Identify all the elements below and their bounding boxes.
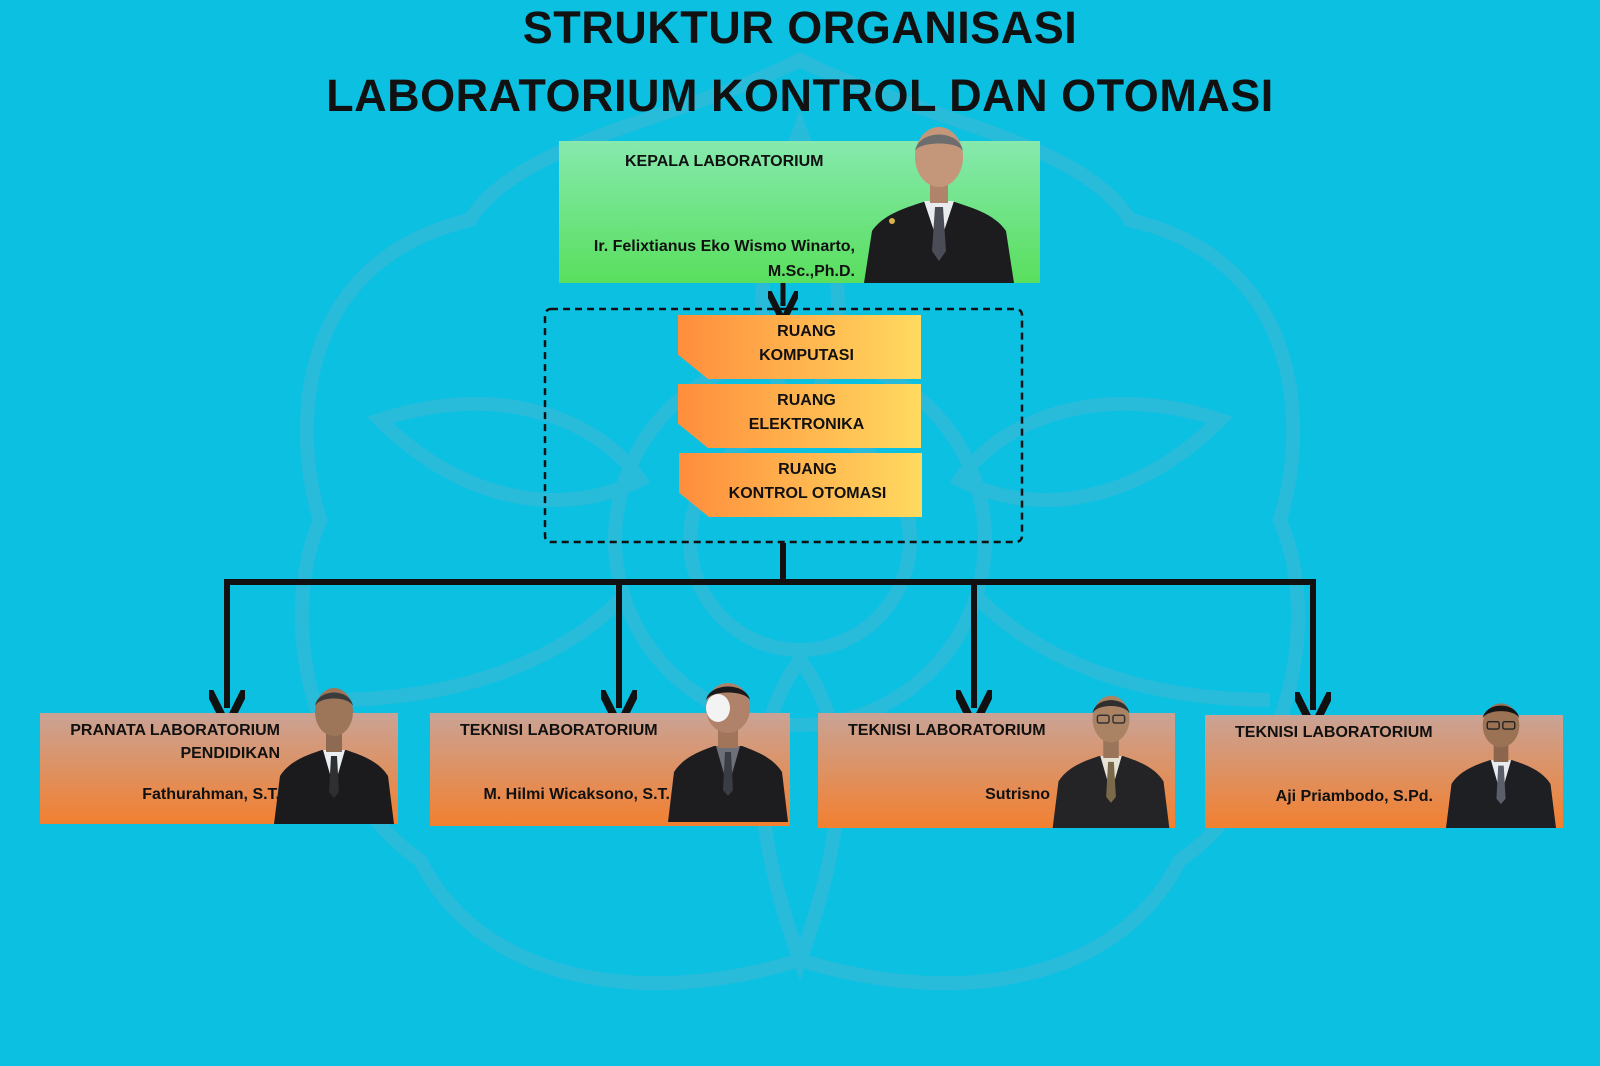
person-photo — [274, 688, 394, 824]
page-title: STRUKTUR ORGANISASI — [522, 2, 1078, 53]
staff-title-line2: PENDIDIKAN — [180, 745, 280, 762]
staff-card-teknisi-3: TEKNISI LABORATORIUM Aji Priambodo, S.Pd… — [1205, 703, 1563, 828]
room-kontrol-otomasi: RUANG KONTROL OTOMASI — [679, 453, 922, 517]
person-photo — [864, 127, 1014, 283]
room-komputasi: RUANG KOMPUTASI — [678, 315, 921, 379]
room-label-line1: RUANG — [778, 461, 837, 478]
head-of-lab-name: Ir. Felixtianus Eko Wismo Winarto, M.Sc.… — [594, 234, 855, 284]
staff-name: Sutrisno — [985, 786, 1050, 803]
person-photo — [1052, 695, 1170, 828]
room-label-line2: ELEKTRONIKA — [748, 416, 865, 433]
room-label-line2: KOMPUTASI — [759, 347, 854, 364]
staff-title: TEKNISI LABORATORIUM — [460, 719, 658, 742]
staff-title: PRANATA LABORATORIUM PENDIDIKAN — [70, 719, 280, 765]
staff-title: TEKNISI LABORATORIUM — [848, 719, 1046, 742]
room-label-line1: RUANG — [777, 323, 836, 340]
page-subtitle: LABORATORIUM KONTROL DAN OTOMASI — [326, 70, 1274, 121]
staff-title-line1: PRANATA LABORATORIUM — [70, 722, 280, 739]
staff-card-pranata: PRANATA LABORATORIUM PENDIDIKAN Fathurah… — [40, 688, 398, 824]
staff-title-line1: TEKNISI LABORATORIUM — [1235, 724, 1433, 741]
room-label-line1: RUANG — [777, 392, 836, 409]
staff-title: TEKNISI LABORATORIUM — [1235, 721, 1433, 744]
head-of-lab-title: KEPALA LABORATORIUM — [625, 153, 824, 170]
head-of-lab-box: KEPALA LABORATORIUM Ir. Felixtianus Eko … — [559, 127, 1040, 284]
staff-title-line1: TEKNISI LABORATORIUM — [848, 722, 1046, 739]
staff-name: Aji Priambodo, S.Pd. — [1275, 788, 1433, 805]
head-of-lab-name-line1: Ir. Felixtianus Eko Wismo Winarto, — [593, 238, 855, 255]
head-of-lab-name-line2: M.Sc.,Ph.D. — [767, 263, 855, 280]
room-label-line2: KONTROL OTOMASI — [728, 485, 887, 502]
person-photo — [1446, 703, 1556, 828]
room-elektronika: RUANG ELEKTRONIKA — [678, 384, 921, 448]
staff-card-teknisi-2: TEKNISI LABORATORIUM Sutrisno — [818, 695, 1175, 828]
staff-title-line1: TEKNISI LABORATORIUM — [460, 722, 658, 739]
staff-name: Fathurahman, S.T. — [142, 786, 280, 803]
staff-card-teknisi-1: TEKNISI LABORATORIUM M. Hilmi Wicaksono,… — [430, 683, 790, 826]
staff-name: M. Hilmi Wicaksono, S.T. — [483, 786, 670, 803]
person-photo — [668, 683, 788, 822]
